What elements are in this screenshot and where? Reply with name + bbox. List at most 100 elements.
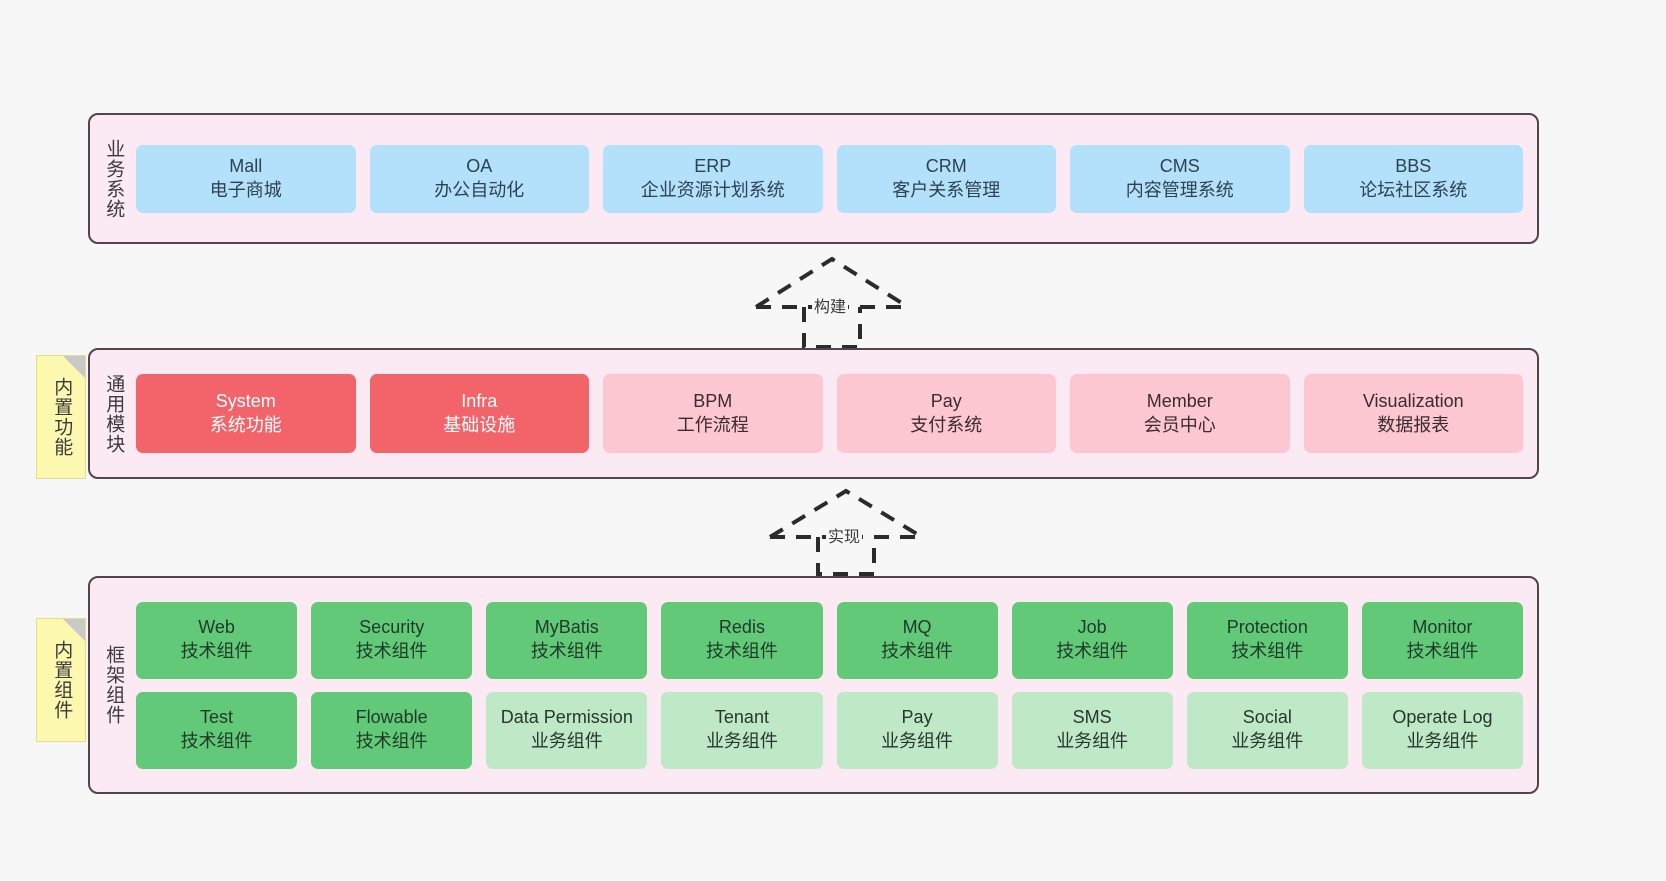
node-title: Job: [1077, 617, 1107, 638]
node-mq[interactable]: MQ 技术组件: [836, 601, 998, 679]
node-subtitle: 内容管理系统: [1125, 179, 1234, 200]
node-title: Data Permission: [500, 707, 633, 728]
node-member[interactable]: Member 会员中心: [1070, 374, 1290, 453]
node-subtitle: 业务组件: [1056, 731, 1129, 751]
node-infra[interactable]: Infra 基础设施: [369, 374, 589, 453]
node-title: Monitor: [1412, 617, 1473, 638]
node-title: Test: [200, 707, 234, 728]
node-title: Protection: [1226, 617, 1308, 638]
node-subtitle: 技术组件: [1231, 641, 1304, 661]
node-title: OA: [466, 155, 493, 176]
node-title: BPM: [693, 390, 733, 411]
node-title: Tenant: [714, 707, 769, 728]
node-pay[interactable]: Pay 支付系统: [836, 374, 1056, 453]
node-erp[interactable]: ERP 企业资源计划系统: [603, 144, 823, 213]
node-title: Mall: [229, 155, 263, 176]
node-security[interactable]: Security 技术组件: [311, 601, 473, 679]
node-subtitle: 基础设施: [443, 414, 516, 435]
node-subtitle: 电子商城: [209, 179, 282, 200]
node-subtitle: 技术组件: [1406, 641, 1479, 661]
node-subtitle: 办公自动化: [434, 179, 525, 200]
node-mybatis[interactable]: MyBatis 技术组件: [486, 601, 648, 679]
node-title: CMS: [1159, 155, 1200, 176]
node-subtitle: 业务组件: [1406, 731, 1479, 751]
node-cms[interactable]: CMS 内容管理系统: [1070, 144, 1290, 213]
node-sms[interactable]: SMS 业务组件: [1011, 691, 1173, 769]
node-subtitle: 支付系统: [910, 414, 983, 435]
node-bpm[interactable]: BPM 工作流程: [603, 374, 823, 453]
node-subtitle: 企业资源计划系统: [640, 179, 785, 200]
node-title: SMS: [1072, 707, 1112, 728]
node-monitor[interactable]: Monitor 技术组件: [1361, 601, 1523, 679]
layer-body-business-system: Mall 电子商城 OA 办公自动化 ERP 企业资源计划系统 CRM 客户关系…: [136, 115, 1537, 242]
node-title: System: [215, 390, 276, 411]
dashed-realization-arrow-icon: [754, 256, 910, 349]
node-title: Pay: [901, 707, 933, 728]
note-builtin-component: 内置组件: [36, 618, 86, 742]
note-fold-corner-icon: [63, 356, 85, 378]
node-protection[interactable]: Protection 技术组件: [1186, 601, 1348, 679]
node-row: Test 技术组件 Flowable 技术组件 Data Permission …: [136, 691, 1523, 769]
node-subtitle: 技术组件: [881, 641, 954, 661]
node-system[interactable]: System 系统功能: [136, 374, 356, 453]
layer-framework-component: 框架组件 Web 技术组件 Security 技术组件 MyBatis 技术组件…: [88, 576, 1539, 794]
node-oa[interactable]: OA 办公自动化: [369, 144, 589, 213]
node-title: Web: [198, 617, 235, 638]
node-redis[interactable]: Redis 技术组件: [661, 601, 823, 679]
node-tenant[interactable]: Tenant 业务组件: [661, 691, 823, 769]
node-title: Member: [1146, 390, 1213, 411]
node-title: Social: [1242, 707, 1292, 728]
node-row: Web 技术组件 Security 技术组件 MyBatis 技术组件 Redi…: [136, 601, 1523, 679]
node-subtitle: 数据报表: [1377, 414, 1450, 435]
note-fold-corner-icon: [63, 619, 85, 641]
layer-title-business-system: 业务系统: [103, 138, 125, 219]
note-builtin-function: 内置功能: [36, 355, 86, 479]
node-subtitle: 技术组件: [355, 641, 428, 661]
node-title: Redis: [718, 617, 765, 638]
node-title: BBS: [1395, 155, 1432, 176]
node-title: Infra: [461, 390, 498, 411]
note-label: 内置功能: [51, 377, 73, 457]
node-crm[interactable]: CRM 客户关系管理: [836, 144, 1056, 213]
layer-body-framework-component: Web 技术组件 Security 技术组件 MyBatis 技术组件 Redi…: [136, 578, 1537, 792]
node-subtitle: 技术组件: [180, 641, 253, 661]
node-operate-log[interactable]: Operate Log 业务组件: [1361, 691, 1523, 769]
layer-title-framework-component: 框架组件: [103, 645, 125, 725]
node-title: MQ: [902, 617, 932, 638]
node-subtitle: 论坛社区系统: [1359, 179, 1468, 200]
node-title: Operate Log: [1392, 707, 1493, 728]
node-title: Pay: [930, 390, 962, 411]
dashed-realization-arrow-icon: [768, 488, 924, 576]
node-subtitle: 技术组件: [705, 641, 778, 661]
note-label: 内置组件: [51, 640, 73, 720]
node-data-permission[interactable]: Data Permission 业务组件: [486, 691, 648, 769]
node-subtitle: 工作流程: [676, 414, 749, 435]
node-title: Flowable: [355, 707, 428, 728]
node-title: MyBatis: [534, 617, 599, 638]
node-title: Visualization: [1362, 390, 1464, 411]
node-pay-business[interactable]: Pay 业务组件: [836, 691, 998, 769]
connector-realize: 实现: [766, 487, 926, 576]
node-subtitle: 业务组件: [1231, 731, 1304, 751]
node-test[interactable]: Test 技术组件: [136, 691, 298, 769]
node-subtitle: 业务组件: [881, 731, 954, 751]
connector-label-realize: 实现: [826, 523, 863, 547]
node-title: CRM: [925, 155, 967, 176]
node-bbs[interactable]: BBS 论坛社区系统: [1303, 144, 1523, 213]
node-subtitle: 业务组件: [530, 731, 603, 751]
node-subtitle: 技术组件: [180, 731, 253, 751]
node-social[interactable]: Social 业务组件: [1186, 691, 1348, 769]
node-subtitle: 系统功能: [209, 414, 282, 435]
connector-label-build: 构建: [812, 293, 849, 317]
layer-body-common-module: System 系统功能 Infra 基础设施 BPM 工作流程 Pay 支付系统…: [136, 350, 1537, 477]
node-flowable[interactable]: Flowable 技术组件: [311, 691, 473, 769]
node-job[interactable]: Job 技术组件: [1011, 601, 1173, 679]
layer-business-system: 业务系统 Mall 电子商城 OA 办公自动化 ERP 企业资源计划系统 CRM…: [88, 113, 1539, 244]
node-title: ERP: [694, 155, 732, 176]
node-subtitle: 技术组件: [1056, 641, 1129, 661]
node-visualization[interactable]: Visualization 数据报表: [1303, 374, 1523, 453]
node-web[interactable]: Web 技术组件: [136, 601, 298, 679]
node-subtitle: 业务组件: [705, 731, 778, 751]
node-mall[interactable]: Mall 电子商城: [136, 144, 356, 213]
